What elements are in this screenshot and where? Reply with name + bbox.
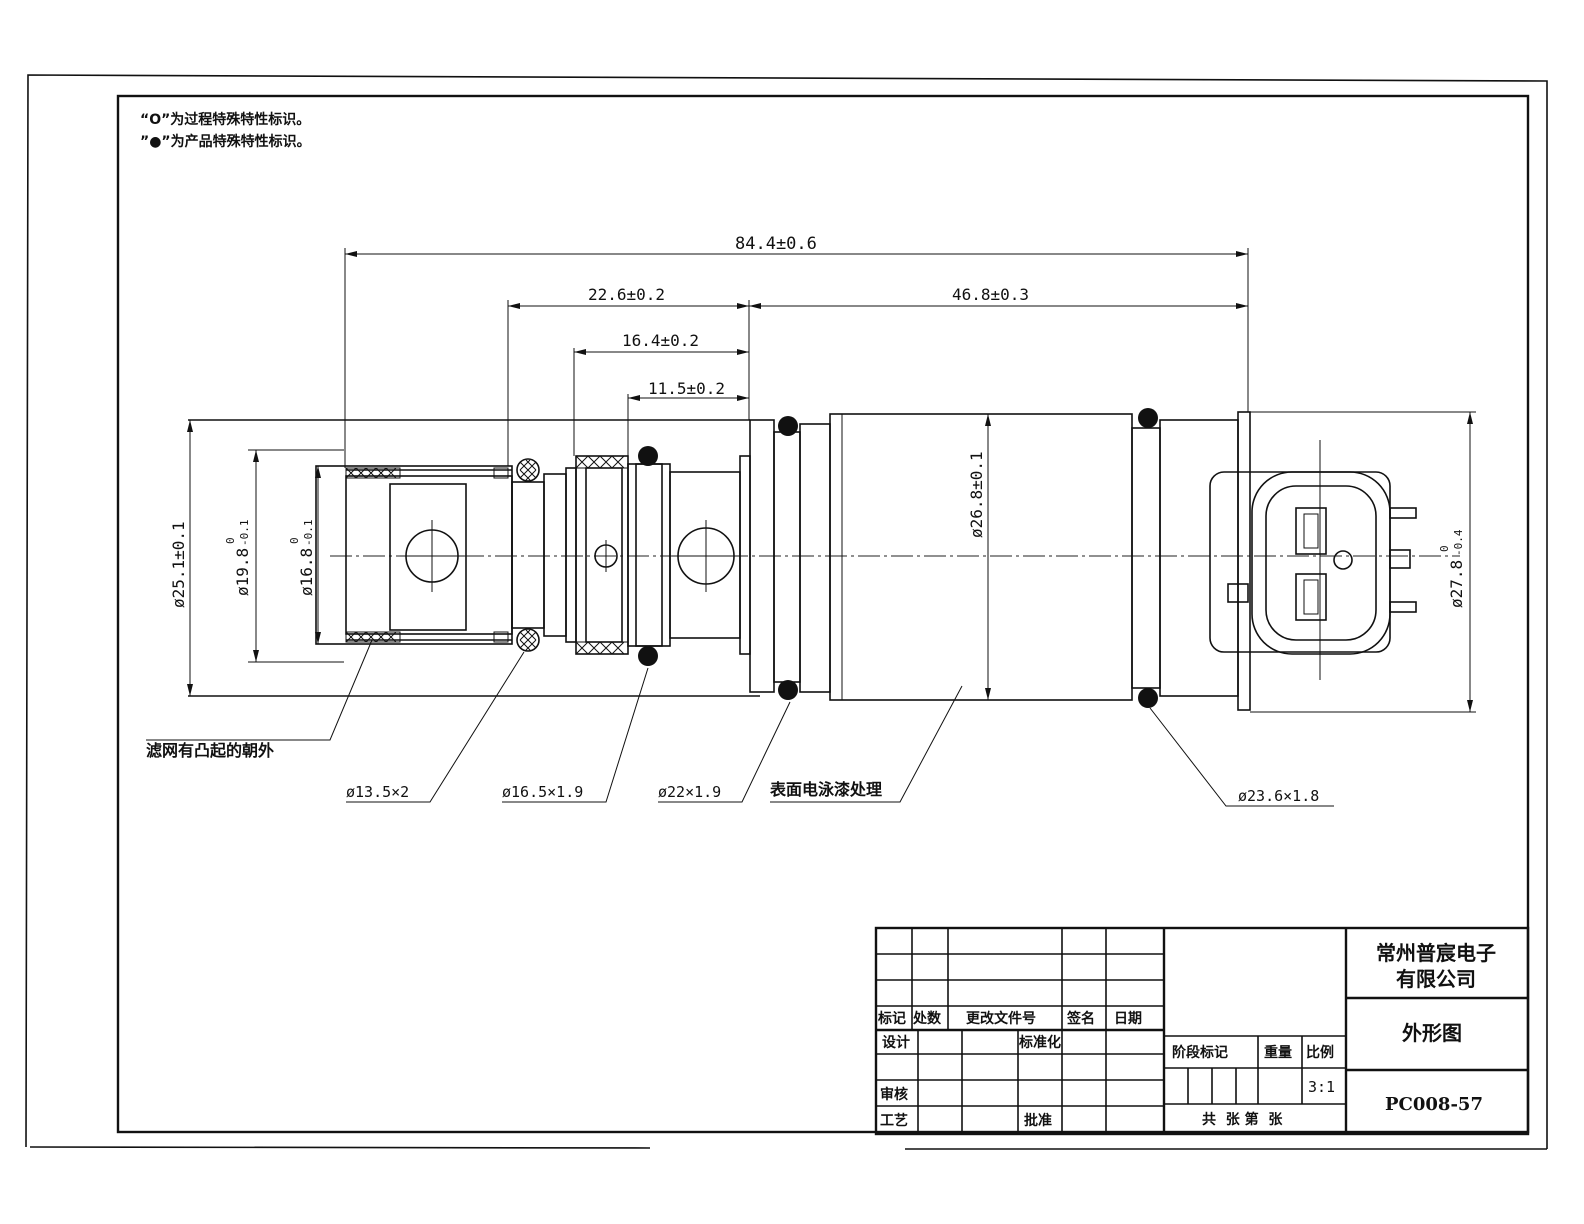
dim-mid-length: 16.4±0.2 [622,331,699,350]
dim-dia-19-8-upper-tol: 0 [224,537,237,544]
callout-filter-note: 滤网有凸起的朝外 [146,741,274,760]
header-date: 日期 [1114,1011,1142,1027]
note-product-characteristic: ”●”为产品特殊特性标识。 [140,133,311,150]
callout-oring-22: ø22×1.9 [658,783,721,801]
dim-rear-section: 46.8±0.3 [952,285,1029,304]
oring-16-5-top [638,446,658,466]
oring-23-6-bottom [1138,688,1158,708]
leader-lines [146,639,1334,807]
header-count: 处数 [912,1010,942,1027]
oring-22-bottom [778,680,798,700]
oring-23-6-top [1138,408,1158,428]
label-approval: 批准 [1024,1112,1052,1129]
drawing-border [25,74,1548,1150]
dim-dia-16-8-upper-tol: 0 [288,537,301,544]
drawing-number: PC008-57 [1385,1094,1483,1115]
scale-value: 3:1 [1308,1078,1335,1096]
drawing-title: 外形图 [1402,1021,1462,1045]
dim-front-section: 22.6±0.2 [588,285,665,304]
callout-oring-23-6: ø23.6×1.8 [1238,787,1319,805]
label-design: 设计 [882,1034,910,1051]
company-name-line2: 有限公司 [1396,967,1476,991]
callout-oring-13-5: ø13.5×2 [346,783,409,801]
title-block [874,926,1530,1136]
dim-dia-16-8: ø16.8 [297,548,316,596]
dimension-lines [187,248,1476,713]
dim-dia-27-8: ø27.8 [1447,560,1466,608]
label-standardization: 标准化 [1018,1034,1061,1051]
dim-dia-27-8-lower-tol: -0.4 [1452,529,1465,556]
valve-body [188,408,1460,711]
filter-hatching [345,467,509,643]
dim-dia-19-8-lower-tol: -0.1 [238,520,251,547]
dim-dia-26-8: ø26.8±0.1 [967,451,986,538]
header-signature: 签名 [1066,1010,1095,1027]
dim-short-length: 11.5±0.2 [648,379,725,398]
label-weight: 重量 [1264,1044,1292,1061]
header-mark: 标记 [877,1010,906,1027]
label-process: 工艺 [880,1112,908,1129]
oring-16-5-bottom [638,646,658,666]
company-name-line1: 常州普宸电子 [1376,941,1496,965]
dim-overall-length: 84.4±0.6 [735,234,817,254]
callout-surface-treatment: 表面电泳漆处理 [769,780,882,799]
label-scale: 比例 [1306,1044,1334,1061]
sheet-info: 共 张 第 张 [1202,1111,1283,1128]
header-change-doc: 更改文件号 [966,1010,1036,1027]
callout-oring-16-5: ø16.5×1.9 [502,783,583,801]
dim-dia-16-8-lower-tol: -0.1 [302,520,315,547]
oring-22-top [778,416,798,436]
label-stage-mark: 阶段标记 [1172,1044,1228,1061]
label-review: 审核 [880,1086,908,1103]
dim-dia-19-8: ø19.8 [233,548,252,596]
dim-dia-27-8-upper-tol: 0 [1438,545,1451,552]
dim-dia-25-1: ø25.1±0.1 [169,521,188,608]
note-process-characteristic: “O”为过程特殊特性标识。 [140,111,310,128]
